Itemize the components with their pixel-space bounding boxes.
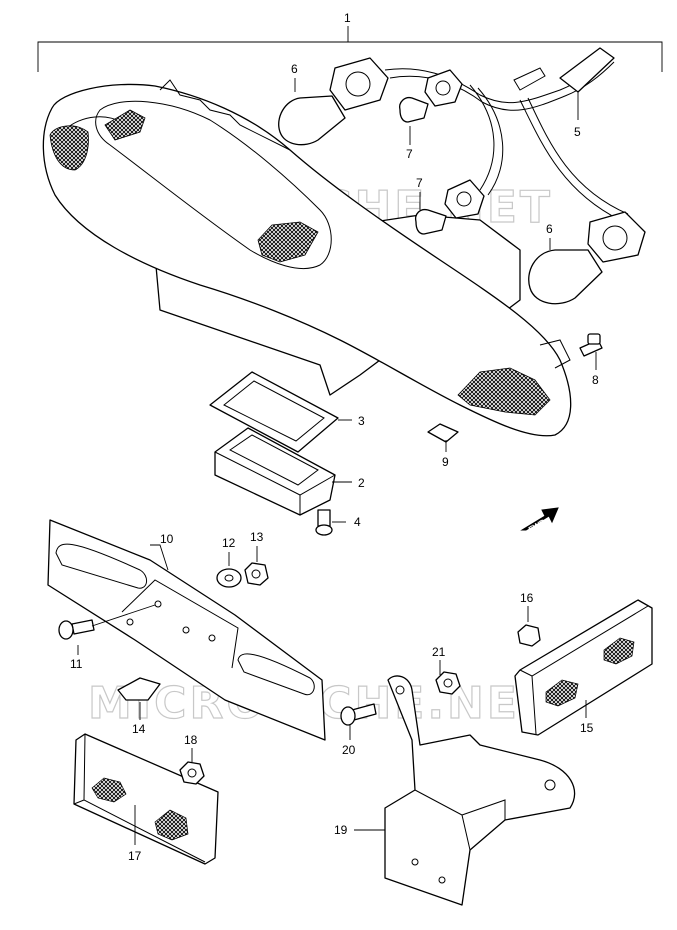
callout-20: 20 <box>342 743 356 757</box>
callout-2: 2 <box>358 476 365 490</box>
bulb-socket-small-mid <box>444 179 485 219</box>
fwd-label: FWD <box>527 517 547 534</box>
bulb-small-mid <box>414 208 447 235</box>
callout-5: 5 <box>574 125 581 139</box>
callout-9: 9 <box>442 455 449 469</box>
reflector-15-mesh-left <box>545 679 579 707</box>
screw-11 <box>58 619 95 640</box>
bracket-19 <box>384 675 576 906</box>
nut-16 <box>517 624 541 647</box>
license-lens-2 <box>214 427 336 516</box>
callout-15: 15 <box>580 721 594 735</box>
callouts: 1 2 3 4 5 6 6 7 7 8 9 10 11 12 13 14 15 … <box>70 11 599 863</box>
assembly-bracket <box>37 26 663 72</box>
reflector-17-mesh-right <box>154 809 189 841</box>
screw-4 <box>315 509 333 536</box>
callout-4: 4 <box>354 515 361 529</box>
callout-19: 19 <box>334 823 348 837</box>
washer-12 <box>216 568 242 588</box>
leader-lines <box>77 78 597 845</box>
nut-21 <box>435 671 461 695</box>
callout-7-mid: 7 <box>416 176 423 190</box>
screw-20 <box>340 703 377 726</box>
reflector-15 <box>514 599 653 736</box>
nut-18 <box>179 761 205 785</box>
housing-mesh-top <box>104 109 146 141</box>
gasket-3 <box>209 371 339 453</box>
bulb-socket-small-top <box>424 69 463 107</box>
reflector-15-mesh-right <box>603 637 635 665</box>
fwd-arrow: FWD <box>520 507 559 534</box>
bulb-upper-left <box>278 95 346 146</box>
housing-mesh-left <box>49 125 89 171</box>
callout-12: 12 <box>222 536 236 550</box>
housing-mesh-right <box>457 367 551 416</box>
callout-13: 13 <box>250 530 264 544</box>
bulb-socket-right <box>587 211 646 263</box>
nut-13 <box>244 562 269 586</box>
housing-mesh-mid <box>257 221 319 263</box>
callout-8: 8 <box>592 373 599 387</box>
callout-14: 14 <box>132 722 146 736</box>
callout-6-right: 6 <box>546 222 553 236</box>
wiring-harness <box>384 47 629 221</box>
reflector-17-mesh-left <box>91 777 127 803</box>
callout-21: 21 <box>432 645 446 659</box>
callout-3: 3 <box>358 414 365 428</box>
bulb-right <box>528 249 603 305</box>
callout-18: 18 <box>184 733 198 747</box>
taillight-housing <box>42 79 572 437</box>
license-bracket-10 <box>47 519 326 741</box>
reflector-17 <box>73 733 219 865</box>
clip-14 <box>117 677 161 701</box>
bulb-socket-upper-left <box>329 57 389 111</box>
screw-8 <box>579 333 603 357</box>
callout-10: 10 <box>160 532 174 546</box>
bulb-small-top <box>399 96 429 123</box>
callout-16: 16 <box>520 591 534 605</box>
callout-17: 17 <box>128 849 142 863</box>
callout-1: 1 <box>344 11 351 25</box>
callout-11: 11 <box>70 657 83 671</box>
clip-nut-9 <box>427 423 459 443</box>
callout-7-upper: 7 <box>406 147 413 161</box>
callout-6-upper: 6 <box>291 62 298 76</box>
